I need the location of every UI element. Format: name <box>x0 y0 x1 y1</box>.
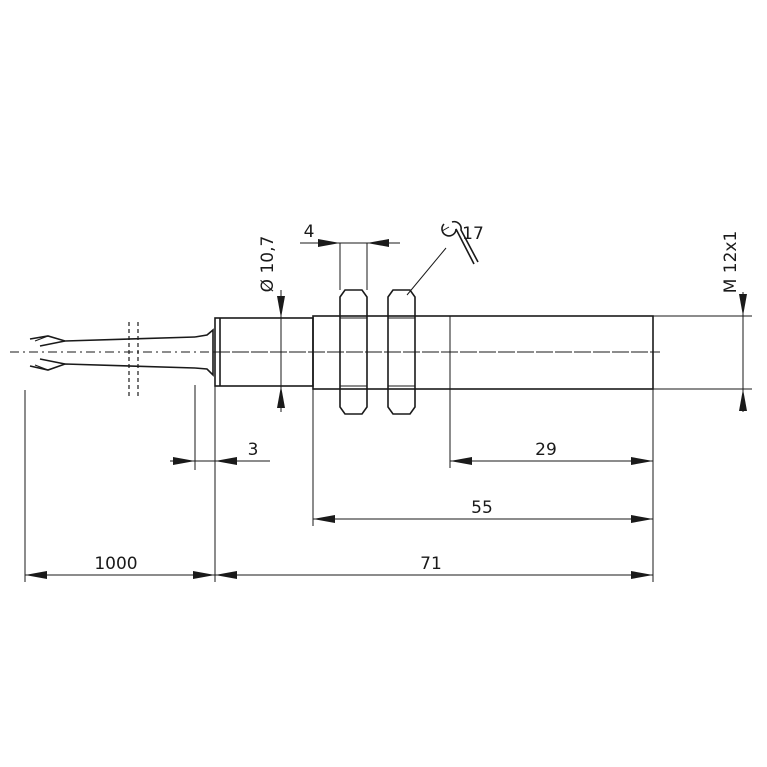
dim-label-3: 3 <box>248 440 259 460</box>
dim-label-4: 4 <box>304 222 315 242</box>
dimension-3 <box>170 457 270 465</box>
dimension-1000 <box>25 571 215 579</box>
wrench-leader-line <box>406 247 447 296</box>
dimension-thread <box>739 292 747 412</box>
dim-label-55: 55 <box>471 498 493 518</box>
dim-label-1000: 1000 <box>94 554 137 574</box>
hex-nut-1 <box>339 289 368 415</box>
cable-wires <box>29 335 196 371</box>
dimension-4 <box>300 239 400 247</box>
dimension-diameter <box>277 290 285 412</box>
dim-label-thread: M 12x1 <box>721 231 741 294</box>
dimension-71 <box>215 571 653 579</box>
cable-bend-protector <box>194 328 214 377</box>
dimension-29 <box>450 457 653 465</box>
dim-label-diameter: Ø 10,7 <box>258 236 278 293</box>
dimension-55 <box>313 515 653 523</box>
hex-nut-2 <box>387 289 416 415</box>
wrench-icon <box>441 220 479 265</box>
dim-label-71: 71 <box>420 554 442 574</box>
dim-label-17: 17 <box>462 224 484 244</box>
extension-lines <box>24 243 752 582</box>
dim-label-29: 29 <box>535 440 557 460</box>
cable-break-marks <box>128 322 139 398</box>
